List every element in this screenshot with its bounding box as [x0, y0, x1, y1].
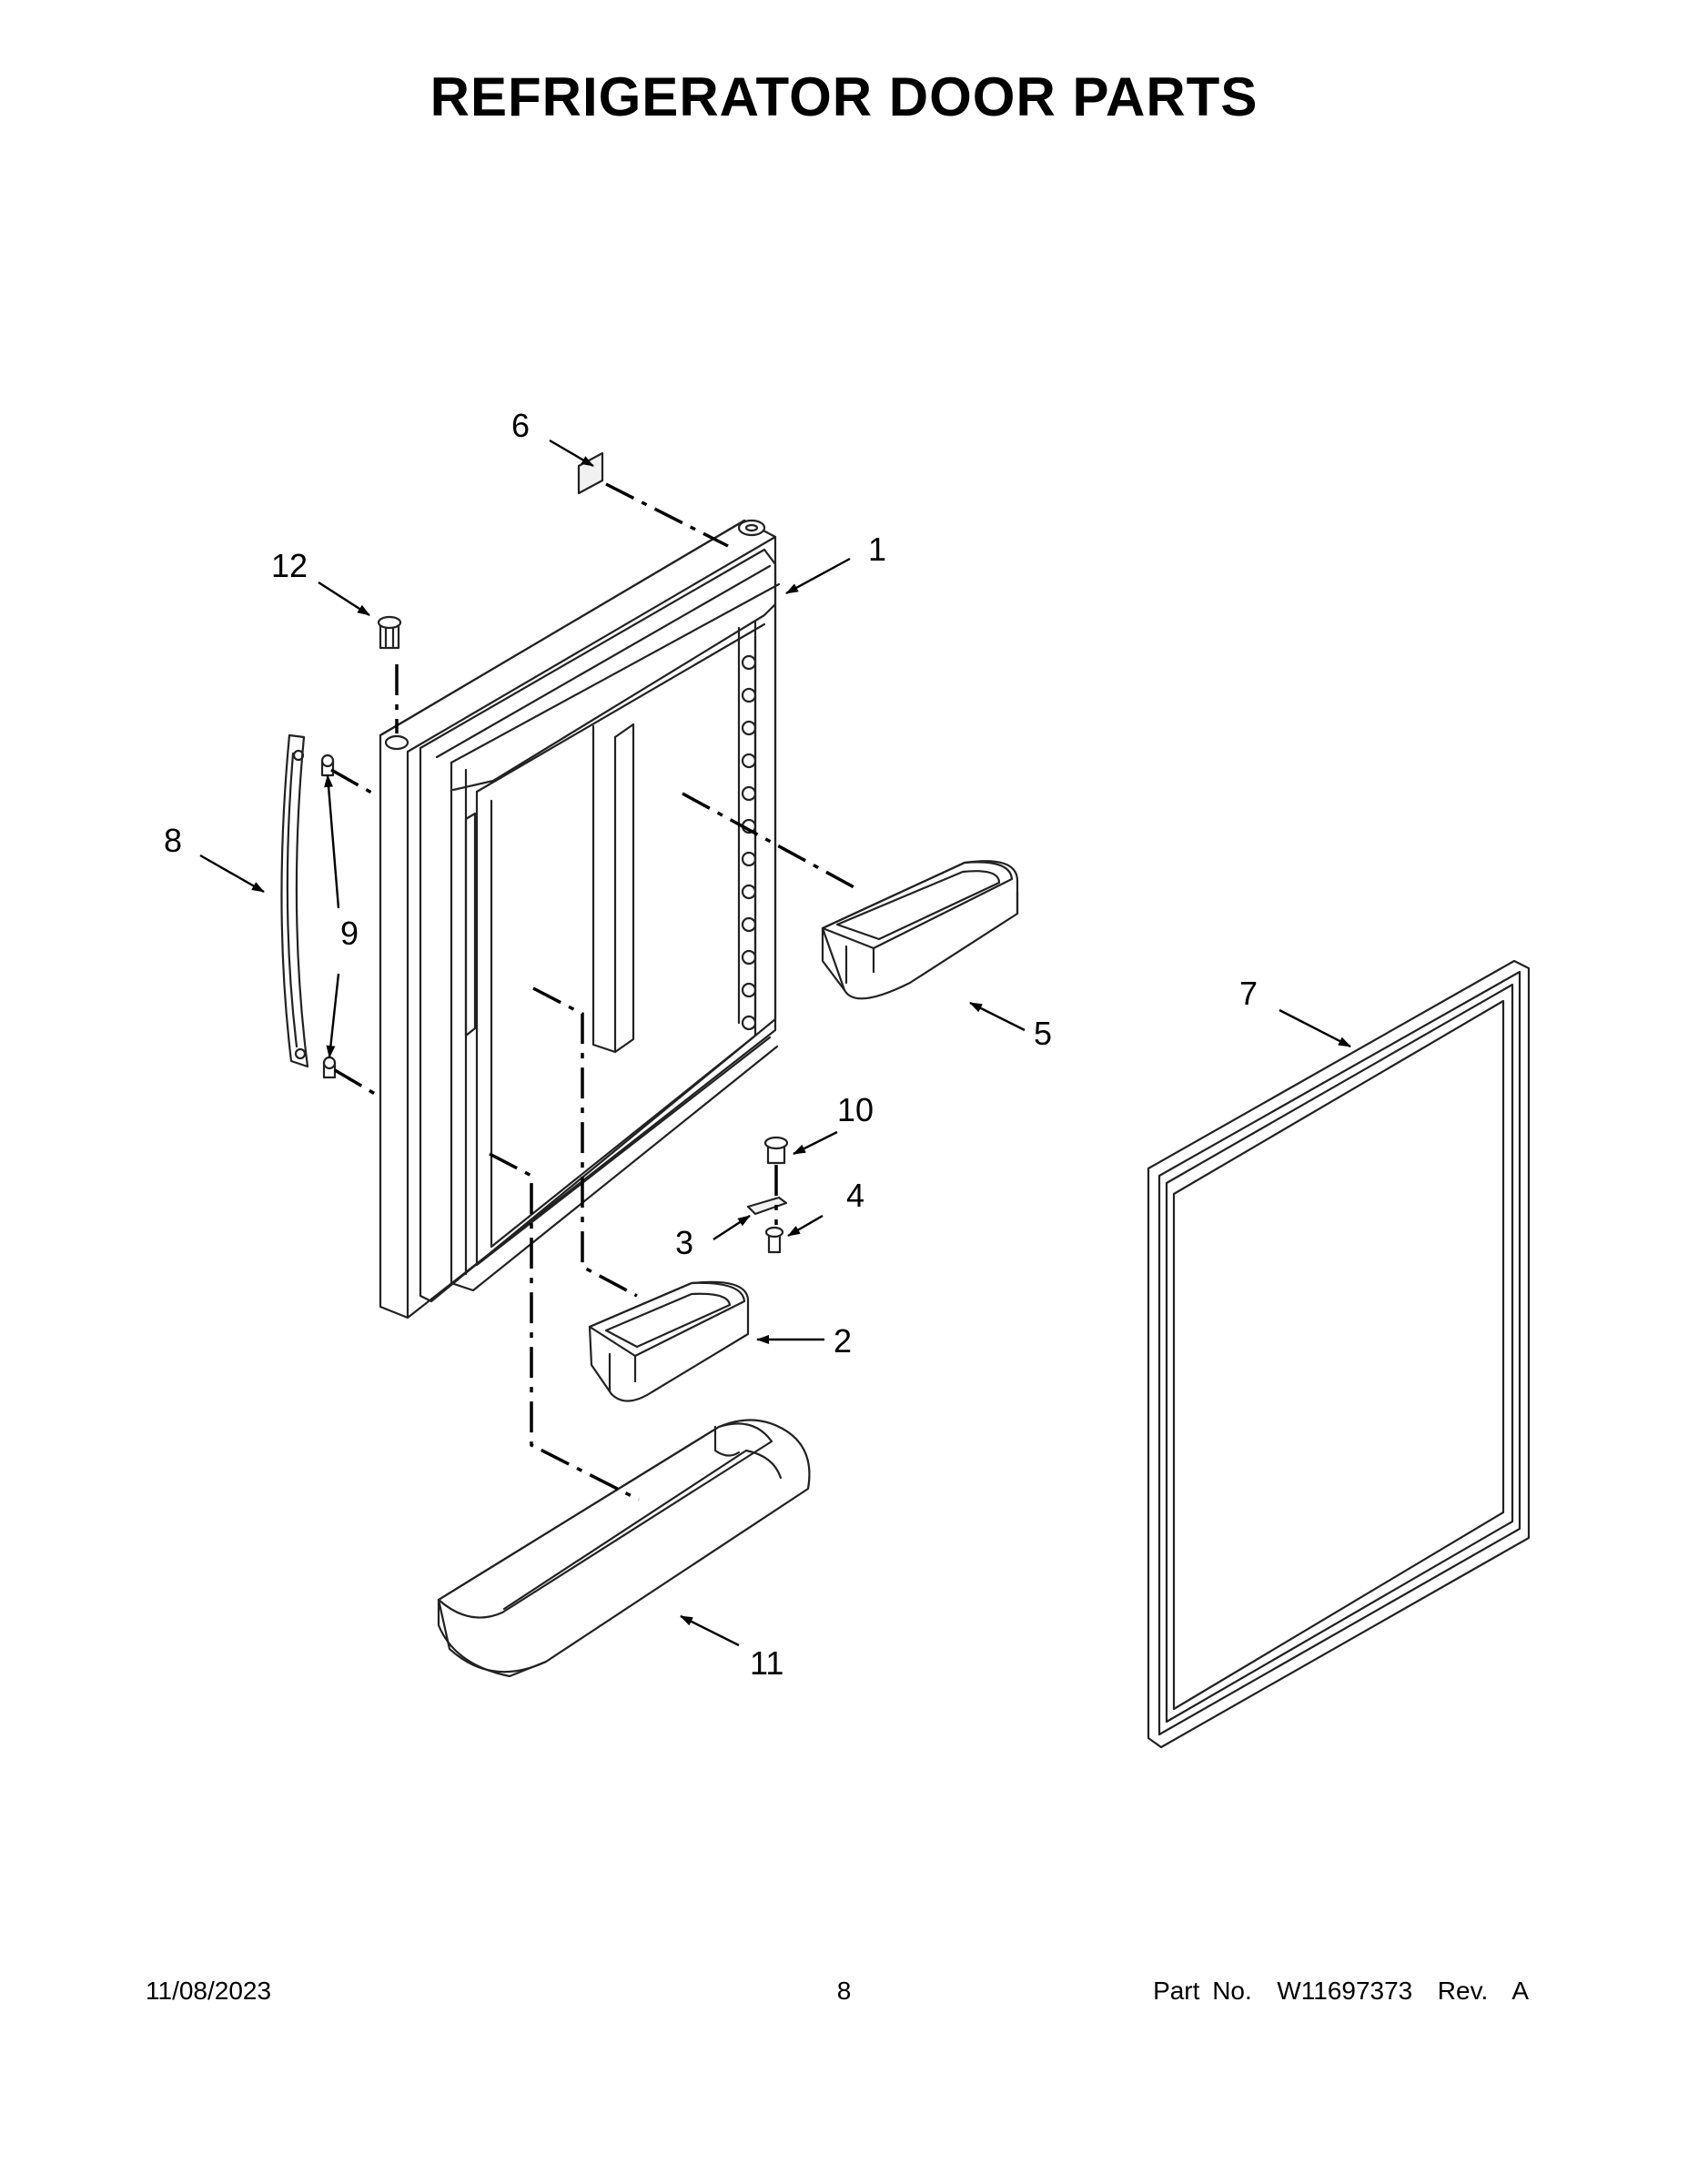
bracket-part-3	[746, 1196, 788, 1216]
handle-studs-part-9	[320, 753, 337, 1079]
door-bin-part-5	[821, 860, 1019, 1000]
bin-stop-part-10	[763, 1136, 789, 1165]
bin-support-bumps	[741, 654, 757, 1031]
callout-9: 9	[340, 915, 359, 952]
footer-date: 11/08/2023	[146, 1977, 272, 2005]
callout-3: 3	[675, 1224, 693, 1261]
page-title: REFRIGERATOR DOOR PARTS	[430, 66, 1258, 127]
callout-12: 12	[271, 547, 308, 584]
door-gasket-part-7	[1147, 959, 1531, 1749]
callout-7: 7	[1239, 975, 1258, 1012]
callout-2: 2	[834, 1322, 852, 1360]
door-assembly-part-1	[379, 519, 781, 1320]
bottom-door-bin-part-11	[437, 1419, 811, 1678]
door-handle-part-8	[280, 733, 309, 1068]
assembly-lines	[330, 482, 860, 1502]
footer-page-number: 8	[836, 1977, 852, 2005]
callout-8: 8	[164, 822, 182, 859]
callout-1: 1	[868, 531, 886, 568]
screw-part-4	[764, 1226, 784, 1254]
callout-10: 10	[837, 1091, 874, 1128]
callout-11: 11	[750, 1644, 783, 1682]
door-bin-part-2	[588, 1280, 750, 1402]
callout-5: 5	[1034, 1015, 1052, 1052]
hinge-plug-part-12	[377, 615, 402, 650]
callout-6: 6	[511, 407, 530, 444]
callout-4: 4	[846, 1177, 864, 1214]
callout-leaders	[199, 439, 1351, 1647]
footer-part-number: Part No. W11697373 Rev. A	[1153, 1977, 1529, 2005]
